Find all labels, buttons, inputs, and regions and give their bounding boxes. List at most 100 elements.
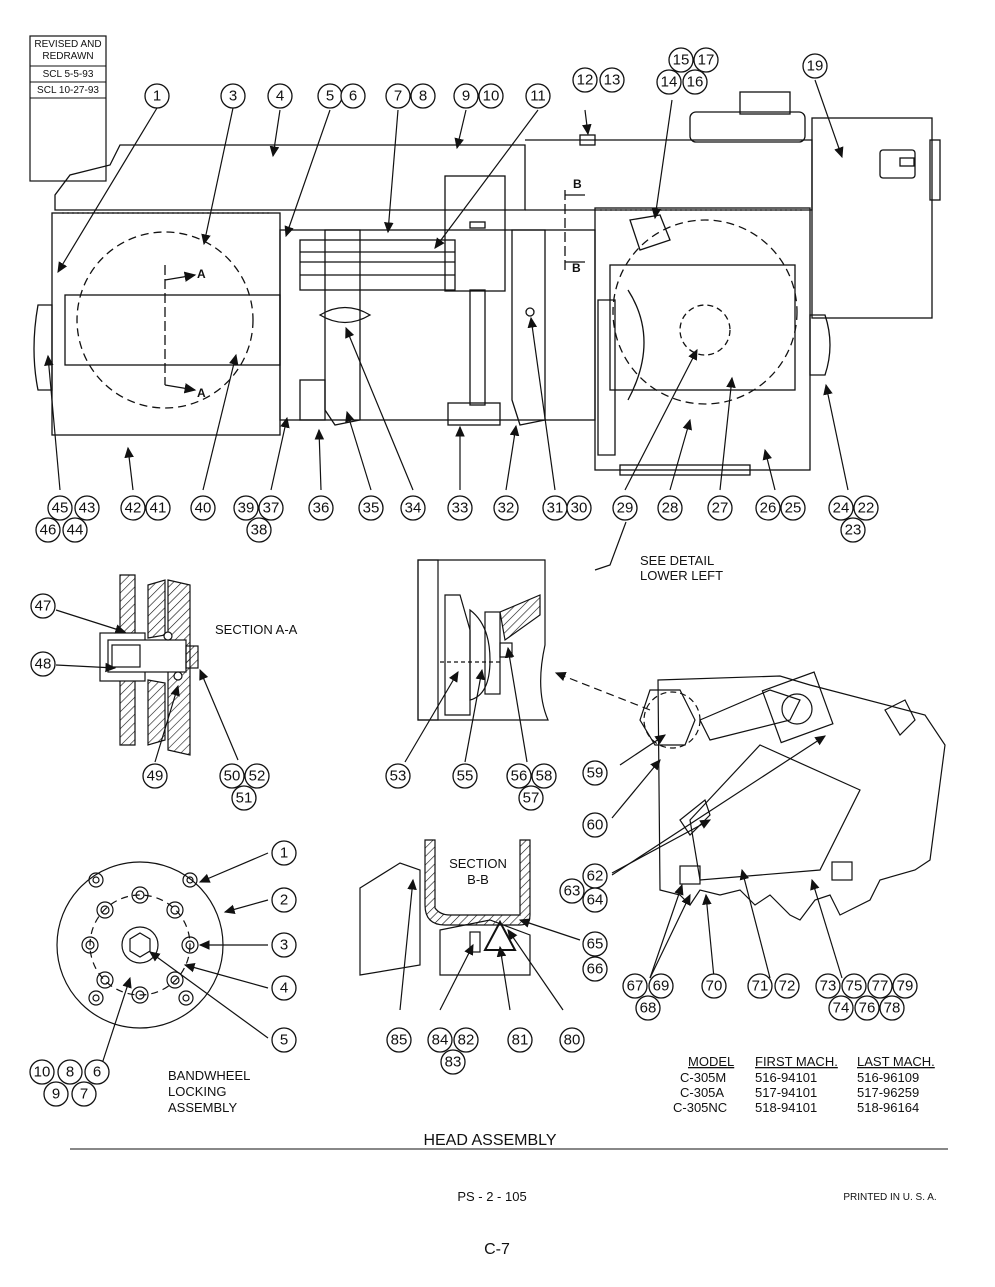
- callout-number: 72: [779, 978, 796, 995]
- callout-circle: [840, 517, 866, 543]
- callout-number: 53: [390, 768, 407, 785]
- callout-number: 22: [858, 500, 875, 517]
- callout-circle: [612, 495, 638, 521]
- callout-circle: [30, 593, 56, 619]
- callout-circle: [271, 840, 297, 866]
- callout-number: 1: [280, 845, 288, 862]
- callout-number: 10: [34, 1064, 51, 1081]
- callout-circle: [747, 973, 773, 999]
- callout-number: 17: [698, 52, 715, 69]
- callout-circle: [755, 495, 781, 521]
- section-marker-b-bottom: B: [572, 261, 581, 275]
- callout-number: 50: [224, 768, 241, 785]
- table-cell: C-305NC: [673, 1100, 727, 1115]
- callout-number: 55: [457, 768, 474, 785]
- callout-number: 33: [452, 500, 469, 517]
- callout-number: 3: [280, 937, 288, 954]
- callout-number: 69: [653, 978, 670, 995]
- drawing-title: HEAD ASSEMBLY: [423, 1132, 556, 1149]
- callout-number: 45: [52, 500, 69, 517]
- section-marker-a-top: A: [197, 267, 206, 281]
- table-cell: 516-94101: [755, 1070, 817, 1085]
- callout-number: 59: [587, 765, 604, 782]
- callout-circle: [447, 495, 473, 521]
- section-marker-a-bottom: A: [197, 386, 206, 400]
- callout-number: 79: [897, 978, 914, 995]
- detail-note-1: SEE DETAIL: [640, 553, 714, 568]
- table-cell: 518-96164: [857, 1100, 919, 1115]
- callout-circle: [518, 785, 544, 811]
- callout-number: 16: [687, 74, 704, 91]
- callout-circle: [144, 83, 170, 109]
- callout-number: 26: [760, 500, 777, 517]
- revision-entry-1: SCL 5-5-93: [43, 69, 94, 80]
- callout-circle: [145, 495, 171, 521]
- callout-circle: [774, 973, 800, 999]
- callout-circle: [233, 495, 259, 521]
- bandwheel-title-2: LOCKING: [168, 1084, 227, 1099]
- callout-number: 2: [280, 892, 288, 909]
- callout-circle: [271, 932, 297, 958]
- callout-circle: [572, 67, 598, 93]
- callout-circle: [440, 1049, 466, 1075]
- callout-circle: [400, 495, 426, 521]
- callout-circle: [828, 495, 854, 521]
- callout-circle: [47, 495, 73, 521]
- callout-circle: [410, 83, 436, 109]
- callout-number: 31: [547, 500, 564, 517]
- section-marker-b-top: B: [573, 177, 582, 191]
- callout-circle: [682, 69, 708, 95]
- callout-circle: [71, 1081, 97, 1107]
- bolt-circle: [81, 872, 199, 1006]
- callout-number: 39: [238, 500, 255, 517]
- callout-number: 85: [391, 1032, 408, 1049]
- callout-circle: [62, 517, 88, 543]
- callout-circle: [668, 47, 694, 73]
- callout-circle: [43, 1081, 69, 1107]
- callout-number: 62: [587, 868, 604, 885]
- table-cell: 516-96109: [857, 1070, 919, 1085]
- callout-circle: [566, 495, 592, 521]
- callout-circle: [802, 53, 828, 79]
- callout-circle: [219, 763, 245, 789]
- callout-number: 48: [35, 656, 52, 673]
- table-header-model: MODEL: [688, 1054, 734, 1069]
- detail-guide-view: [404, 559, 651, 763]
- callout-circle: [244, 763, 270, 789]
- callout-circle: [57, 1059, 83, 1085]
- bandwheel-title-3: ASSEMBLY: [168, 1100, 237, 1115]
- callout-number: 12: [577, 72, 594, 89]
- callout-circle: [507, 1027, 533, 1053]
- section-aa-leaders: [55, 609, 239, 763]
- callout-circle: [385, 83, 411, 109]
- callout-number: 78: [884, 1000, 901, 1017]
- table-cell: 518-94101: [755, 1100, 817, 1115]
- callout-number: 32: [498, 500, 515, 517]
- page-number: C-7: [484, 1241, 510, 1258]
- callout-number: 77: [872, 978, 889, 995]
- callout-number: 4: [276, 88, 284, 105]
- callout-number: 46: [40, 522, 57, 539]
- detail-note-2: LOWER LEFT: [640, 568, 723, 583]
- callout-number: 80: [564, 1032, 581, 1049]
- callout-number: 23: [845, 522, 862, 539]
- callout-circle: [385, 763, 411, 789]
- page-code: PS - 2 - 105: [457, 1189, 526, 1204]
- callout-number: 28: [662, 500, 679, 517]
- callout-circle: [29, 1059, 55, 1085]
- callout-circle: [599, 67, 625, 93]
- callout-number: 11: [530, 88, 546, 105]
- callout-number: 5: [326, 88, 334, 105]
- callout-number: 3: [229, 88, 237, 105]
- callout-circle: [879, 995, 905, 1021]
- callout-number: 27: [712, 500, 729, 517]
- callout-number: 70: [706, 978, 723, 995]
- callout-circle: [246, 517, 272, 543]
- callout-circle: [525, 83, 551, 109]
- callout-circle: [506, 763, 532, 789]
- callout-number: 4: [280, 980, 288, 997]
- callout-number: 49: [147, 768, 164, 785]
- table-header-last: LAST MACH.: [857, 1054, 935, 1069]
